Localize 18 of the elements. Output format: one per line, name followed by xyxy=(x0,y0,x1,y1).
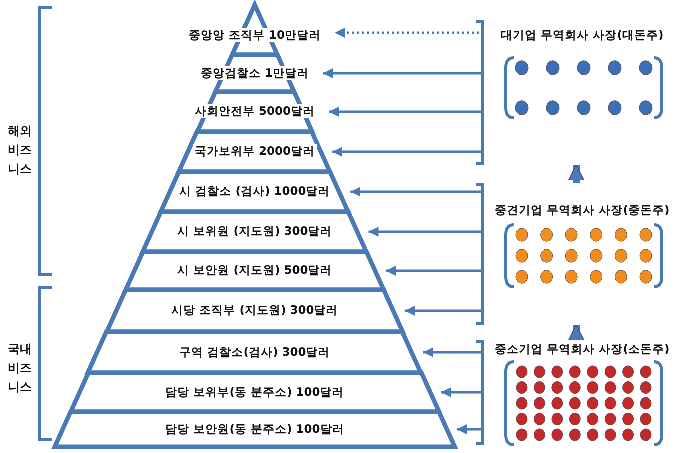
side-label: 해외 비즈니스 xyxy=(7,123,33,178)
group-heading: 중견기업 무역회사 사장(중돈주) xyxy=(494,203,671,218)
arrow xyxy=(424,348,484,358)
arrow xyxy=(350,187,484,197)
arrow xyxy=(332,147,484,157)
group-heading: 대기업 무역회사 사장(대돈주) xyxy=(500,28,665,43)
block-arrow xyxy=(568,324,585,341)
arrow xyxy=(457,424,484,434)
arrow xyxy=(441,388,484,398)
tier-label: 국가보위부 2000달러 xyxy=(192,144,317,158)
arrow xyxy=(386,266,484,276)
side-label: 국내 비즈니스 xyxy=(7,341,33,396)
group-heading: 중소기업 무역회사 사장(소돈주) xyxy=(494,342,671,357)
arrow xyxy=(368,227,484,237)
arrow xyxy=(329,107,484,117)
arrow xyxy=(323,68,484,78)
arrow xyxy=(404,306,484,316)
block-arrow xyxy=(568,164,585,183)
